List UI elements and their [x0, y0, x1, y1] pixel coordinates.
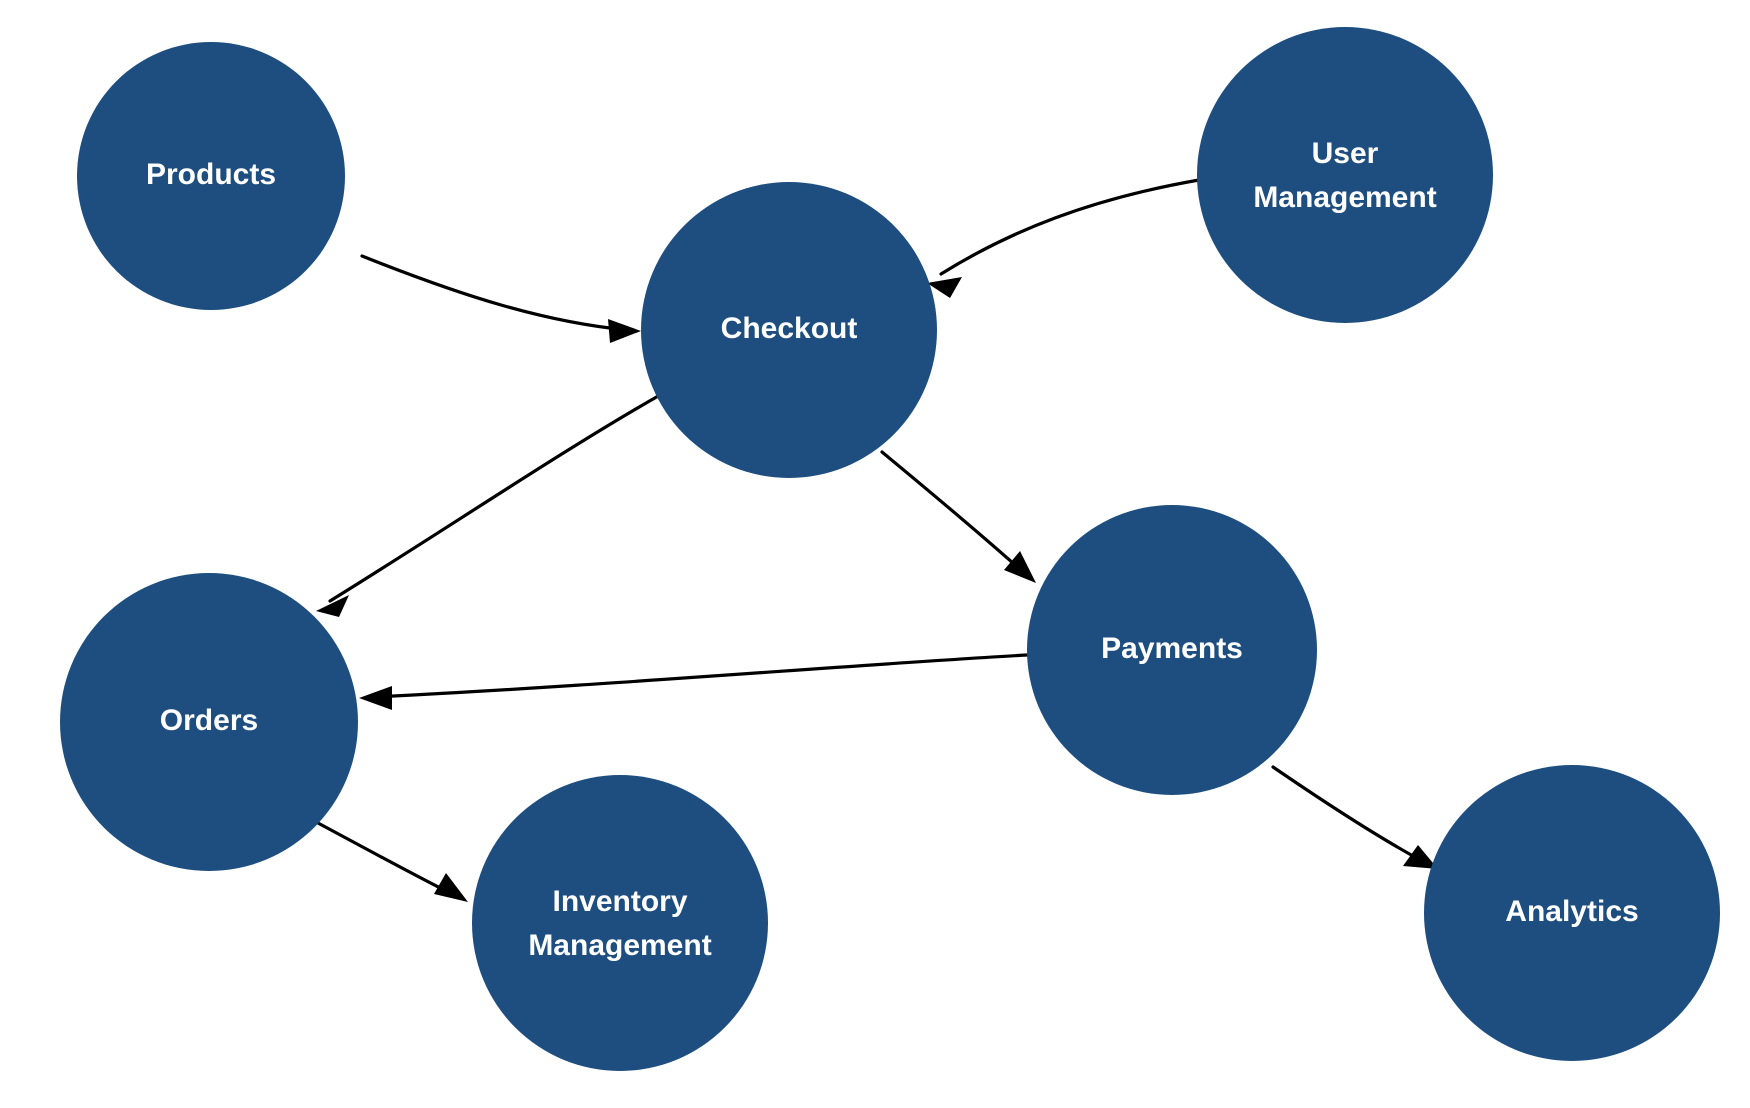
- node-user-management[interactable]: User Management: [1197, 27, 1493, 323]
- edge-checkout-payments-path: [880, 450, 1025, 574]
- edge-layer: [316, 178, 1438, 902]
- node-checkout-circle[interactable]: [641, 182, 937, 478]
- node-layer: Products Checkout User Management Orders: [60, 27, 1720, 1071]
- node-analytics-circle[interactable]: [1424, 765, 1720, 1061]
- node-inventory-management[interactable]: Inventory Management: [472, 775, 768, 1071]
- edge-usermgmt-checkout[interactable]: [927, 178, 1201, 298]
- edge-usermgmt-checkout-arrowhead: [927, 277, 962, 298]
- edge-checkout-orders[interactable]: [316, 393, 662, 617]
- edge-products-checkout[interactable]: [360, 254, 641, 343]
- edge-payments-analytics-arrowhead: [1403, 845, 1438, 869]
- edge-payments-orders-path: [372, 653, 1029, 699]
- edge-orders-inventory-path: [316, 821, 456, 897]
- edge-payments-analytics[interactable]: [1271, 765, 1438, 869]
- edge-checkout-orders-path: [328, 393, 662, 603]
- node-orders-circle[interactable]: [60, 573, 358, 871]
- node-user-management-circle[interactable]: [1197, 27, 1493, 323]
- node-inventory-management-circle[interactable]: [472, 775, 768, 1071]
- edge-products-checkout-arrowhead: [608, 319, 641, 343]
- edge-products-checkout-path: [360, 254, 629, 332]
- edge-payments-analytics-path: [1271, 765, 1426, 864]
- node-products[interactable]: Products: [77, 42, 345, 310]
- node-products-circle[interactable]: [77, 42, 345, 310]
- edge-payments-orders-arrowhead: [359, 686, 392, 710]
- edge-payments-orders[interactable]: [359, 653, 1029, 710]
- node-payments[interactable]: Payments: [1027, 505, 1317, 795]
- node-checkout[interactable]: Checkout: [641, 182, 937, 478]
- edge-usermgmt-checkout-path: [939, 178, 1201, 276]
- edge-checkout-payments[interactable]: [880, 450, 1036, 583]
- edge-checkout-orders-arrowhead: [316, 595, 349, 617]
- edge-orders-inventory[interactable]: [316, 821, 468, 902]
- node-payments-circle[interactable]: [1027, 505, 1317, 795]
- edge-orders-inventory-arrowhead: [434, 873, 468, 902]
- edge-checkout-payments-arrowhead: [1004, 551, 1036, 583]
- node-analytics[interactable]: Analytics: [1424, 765, 1720, 1061]
- node-orders[interactable]: Orders: [60, 573, 358, 871]
